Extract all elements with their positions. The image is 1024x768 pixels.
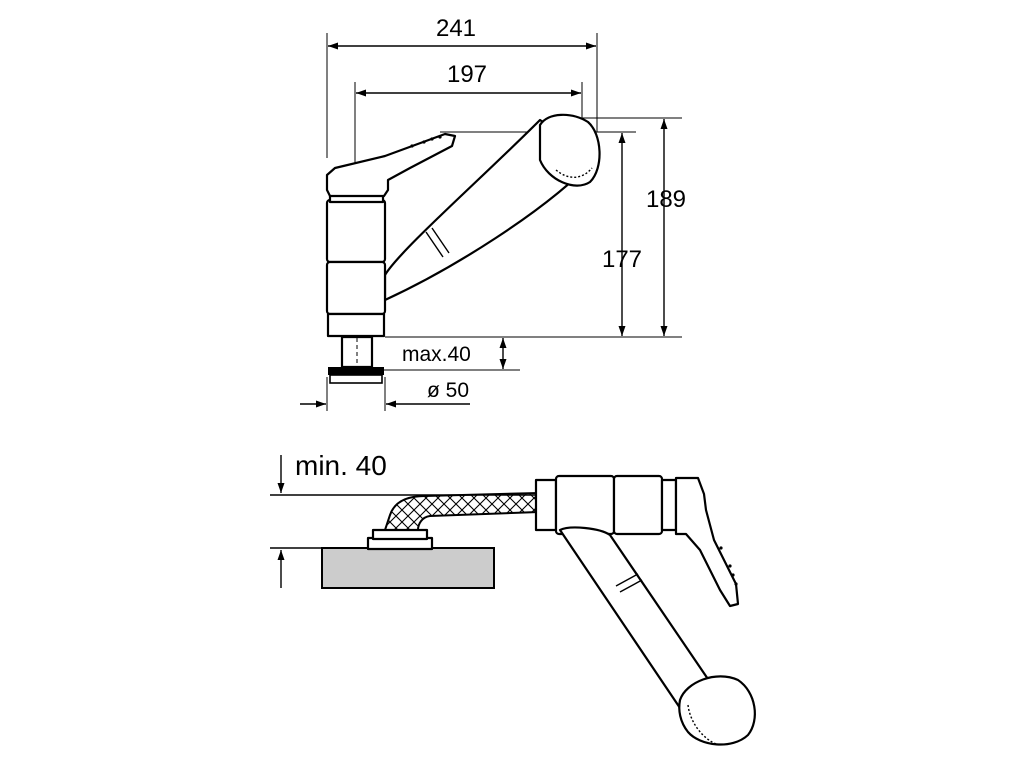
mounting-nut: [329, 374, 383, 384]
connector-flange: [371, 528, 429, 541]
spray-nozzle-horizontal: [687, 704, 717, 745]
spray-head-horizontal: [678, 675, 756, 746]
lever-dot: [410, 144, 414, 148]
spout-joint-line-2: [619, 579, 643, 593]
spray-nozzle: [555, 167, 593, 178]
spout-joint-line-1: [425, 231, 444, 258]
dimension-label-diameter: ø 50: [427, 379, 469, 402]
lever-dot: [734, 582, 738, 586]
faucet-body-upper: [325, 198, 387, 264]
lever-dot: [430, 137, 434, 141]
lever-handle: [325, 132, 457, 198]
dimension-label-max40: max.40: [402, 343, 471, 366]
spout-joint-line-1: [615, 573, 639, 587]
faucet-body-upper-horizontal: [612, 474, 664, 536]
dimension-label-min40: min. 40: [295, 450, 387, 481]
dimension-label-241: 241: [436, 15, 476, 42]
faucet-base-ring: [326, 312, 386, 338]
lever-dot: [438, 135, 442, 139]
lever-handle-horizontal: [674, 476, 740, 608]
spout-arm-horizontal: [558, 526, 714, 710]
faucet-body-lower-horizontal: [554, 474, 616, 536]
lever-dot: [731, 573, 735, 577]
dimension-label-177: 177: [602, 246, 642, 273]
spray-head: [538, 113, 601, 187]
spout-joint-line-2: [431, 227, 450, 254]
faucet-body-lower: [325, 260, 387, 316]
lever-dot: [719, 546, 723, 550]
installation-view: min. 40: [270, 450, 756, 746]
braided-hose: [383, 491, 539, 531]
faucet-side-view: 241 197 189 177: [300, 15, 686, 411]
dimension-label-189: 189: [646, 186, 686, 213]
mounting-washer: [328, 367, 384, 375]
faucet-collar-horizontal: [660, 478, 678, 532]
dimension-label-197: 197: [447, 61, 487, 88]
faucet-base-ring-horizontal: [534, 478, 558, 532]
lever-dot: [728, 564, 732, 568]
lever-dot: [422, 140, 426, 144]
countertop: [321, 547, 495, 589]
